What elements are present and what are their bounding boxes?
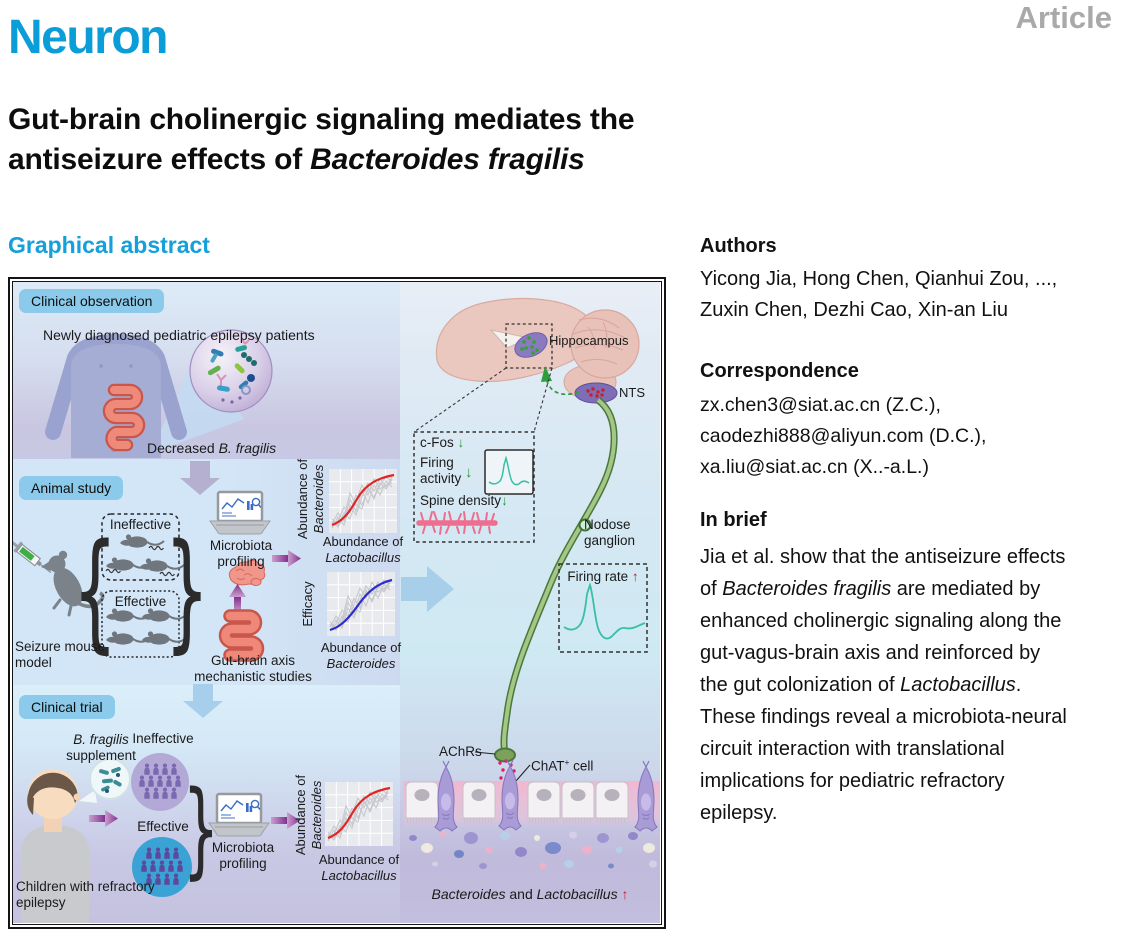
hippocampus-zoom-box bbox=[505, 323, 553, 369]
authors-line2: Zuxin Chen, Dezhi Cao, Xin-an Liu bbox=[700, 299, 1008, 321]
effective-patients-label: Effective bbox=[137, 819, 189, 834]
panel1-caption: Newly diagnosed pediatric epilepsy patie… bbox=[43, 327, 315, 343]
syringe-icon bbox=[13, 540, 52, 574]
in-brief-line: circuit interaction with translational bbox=[700, 738, 1005, 760]
laptop-icon bbox=[208, 490, 272, 536]
laptop-icon bbox=[207, 792, 271, 838]
microbiota-profiling-label: Microbiota profiling bbox=[211, 840, 275, 872]
effective-mice-label: Effective bbox=[114, 594, 167, 609]
microbiota-profiling-label: Microbiota profiling bbox=[209, 538, 273, 570]
seizure-mouse-model-label: Seizure mouse model bbox=[15, 639, 106, 671]
firing-activity-trace bbox=[488, 455, 530, 486]
ineffective-mice-label: Ineffective bbox=[109, 517, 172, 532]
chart-b-ylabel: Efficacy bbox=[300, 581, 315, 627]
badge-clinical-observation: Clinical observation bbox=[19, 289, 165, 313]
gut-epithelium-illustration bbox=[403, 759, 660, 832]
hippocampus-label: Hippocampus bbox=[549, 333, 629, 348]
correspondence-line3: xa.liu@siat.ac.cn (X..-a.L.) bbox=[700, 455, 929, 478]
article-type-label: Article bbox=[1015, 0, 1112, 35]
in-brief-line: of Bacteroides fragilis are mediated by bbox=[700, 578, 1041, 600]
effective-patients-circle bbox=[132, 837, 192, 897]
intestine-small-illustration bbox=[102, 383, 146, 452]
down-arrow-icon bbox=[183, 684, 223, 718]
ineffective-mice-box bbox=[101, 513, 180, 581]
paper-title-line2: antiseizure effects of Bacteroides fragi… bbox=[8, 142, 585, 176]
label-leader-lines bbox=[474, 751, 531, 782]
in-brief-heading: In brief bbox=[700, 509, 767, 531]
paper-title-line1: Gut-brain cholinergic signaling mediates… bbox=[8, 103, 635, 136]
firing-rate-trace bbox=[563, 582, 646, 640]
chart-bacteroides-lactobacillus-animal bbox=[328, 468, 398, 534]
cfos-label: c-Fos ↓ bbox=[420, 435, 465, 450]
graphical-abstract-figure: { } bbox=[8, 277, 666, 929]
achrs-label: AChRs bbox=[439, 744, 482, 759]
in-brief-line: implications for pediatric refractory bbox=[700, 770, 1005, 792]
nodose-ganglion-node bbox=[578, 518, 592, 532]
brain-small-icon bbox=[228, 559, 266, 586]
in-brief-line: the gut colonization of Lactobacillus. bbox=[700, 674, 1022, 696]
brace-icons: { } bbox=[73, 517, 210, 666]
in-brief-line: Jia et al. show that the antiseizure eff… bbox=[700, 546, 1066, 568]
hippocampus-detail-box bbox=[413, 431, 535, 543]
correspondence-heading: Correspondence bbox=[700, 360, 859, 382]
in-brief-line: enhanced cholinergic signaling along the bbox=[700, 610, 1062, 632]
dendrite-spine-illustration bbox=[416, 511, 498, 535]
down-arrow-icon bbox=[180, 461, 220, 495]
chart-bacteroides-lactobacillus-clinical bbox=[324, 781, 394, 847]
bfragilis-supplement-bubble bbox=[79, 758, 131, 803]
badge-animal-study: Animal study bbox=[19, 476, 124, 500]
badge-clinical-trial: Clinical trial bbox=[19, 695, 115, 719]
in-brief-line: epilepsy. bbox=[700, 802, 778, 824]
authors-line1: Yicong Jia, Hong Chen, Qianhui Zou, ..., bbox=[700, 268, 1058, 290]
firing-rate-label: Firing rate ↑ bbox=[567, 569, 639, 584]
in-brief-line: gut-vagus-brain axis and reinforced by bbox=[700, 642, 1041, 664]
purple-right-arrow-icon bbox=[89, 810, 118, 827]
authors-names: Yicong Jia, Hong Chen, Qianhui Zou, ...,… bbox=[700, 264, 1122, 326]
decreased-bfragilis-label: Decreased B. fragilis bbox=[147, 440, 277, 456]
child-illustration bbox=[21, 769, 89, 923]
purple-up-arrow-icon bbox=[229, 584, 246, 613]
svg-text:}: } bbox=[165, 517, 210, 666]
in-brief-text: Jia et al. show that the antiseizure eff… bbox=[700, 541, 1122, 829]
chat-cell-label: ChAT+ cell bbox=[531, 757, 594, 774]
in-brief-line: These findings reveal a microbiota-neura… bbox=[700, 706, 1067, 728]
journal-logo: Neuron bbox=[8, 11, 169, 64]
graphical-abstract-heading: Graphical abstract bbox=[8, 232, 210, 258]
correspondence-emails: zx.chen3@siat.ac.cn (Z.C.), caodezhi888@… bbox=[700, 390, 1122, 482]
intestine-large-illustration bbox=[218, 609, 265, 662]
firing-rate-box bbox=[558, 563, 648, 653]
correspondence-line1: zx.chen3@siat.ac.cn (Z.C.), bbox=[700, 394, 941, 416]
chart-efficacy-bacteroides bbox=[326, 571, 396, 637]
figure-artwork: { } bbox=[13, 297, 660, 923]
firing-activity-label: Firing activity bbox=[420, 455, 462, 487]
nodose-ganglion-label: Nodose ganglion bbox=[584, 517, 636, 549]
seizure-mouse-illustration bbox=[41, 550, 105, 617]
ineffective-patients-circle bbox=[131, 753, 189, 811]
correspondence-line2: caodezhi888@aliyun.com (D.C.), bbox=[700, 424, 987, 447]
species-name: Bacteroides fragilis bbox=[310, 142, 585, 176]
right-arrow-icon bbox=[401, 566, 454, 612]
brain-sagittal-illustration bbox=[435, 297, 640, 404]
gut-microbiome-dots bbox=[409, 831, 657, 869]
ineffective-patients-label: Ineffective bbox=[132, 731, 194, 746]
children-refractory-label: Children with refractory epilepsy bbox=[16, 879, 155, 911]
svg-text:{: { bbox=[73, 517, 118, 666]
firing-activity-down-arrow: ↓ bbox=[465, 464, 473, 481]
paper-title: Gut-brain cholinergic signaling mediates… bbox=[8, 100, 768, 179]
authors-heading: Authors bbox=[700, 235, 777, 257]
bacteroides-lactobacillus-label: Bacteroides and Lactobacillus ↑ bbox=[431, 886, 629, 902]
microbiome-sphere-illustration bbox=[189, 329, 273, 413]
spine-density-label: Spine density↓ bbox=[420, 493, 508, 508]
nts-label: NTS bbox=[619, 385, 645, 400]
effective-mice-box bbox=[101, 590, 180, 658]
zoom-connector-lines bbox=[413, 367, 553, 433]
